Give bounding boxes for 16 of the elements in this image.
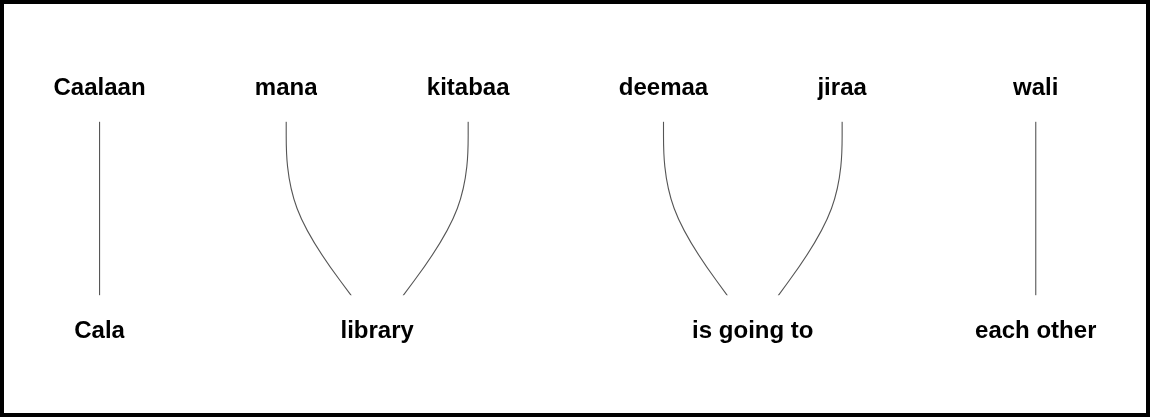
- connector: [402, 120, 469, 297]
- node-text: mana: [254, 73, 318, 101]
- connector: [662, 120, 729, 297]
- node-text: deemaa: [618, 73, 709, 101]
- connector: [285, 120, 353, 297]
- node-text: library: [340, 316, 414, 344]
- node-text: Caalaan: [53, 73, 146, 101]
- node-text: kitabaa: [426, 73, 510, 101]
- node-text: is going to: [692, 316, 814, 344]
- connector: [99, 120, 101, 297]
- node-text: each other: [975, 316, 1097, 344]
- connector: [777, 120, 843, 297]
- node-text: Cala: [74, 316, 125, 344]
- node-text: jiraa: [817, 73, 867, 101]
- connector: [1035, 120, 1037, 297]
- node-text: wali: [1013, 73, 1059, 101]
